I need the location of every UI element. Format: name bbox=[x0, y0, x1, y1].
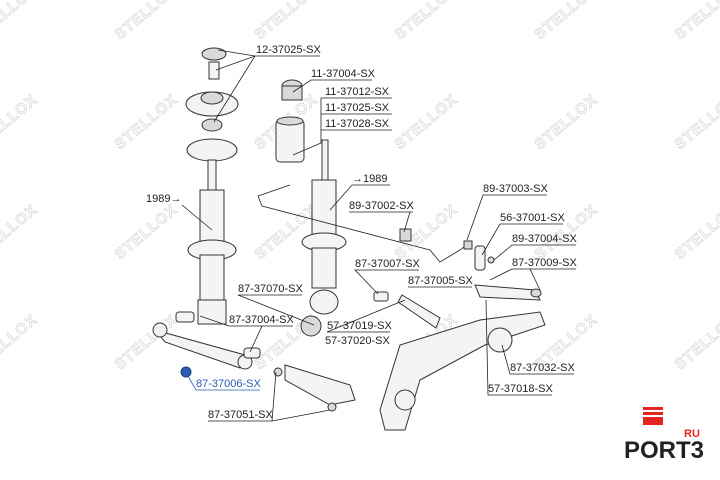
watermark-text: STELLOX bbox=[672, 0, 720, 43]
logo-suffix: RU bbox=[684, 428, 700, 440]
watermark-text: STELLOX bbox=[532, 91, 601, 153]
watermark-text: STELLOX bbox=[112, 91, 181, 153]
watermark-text: STELLOX bbox=[0, 91, 41, 153]
part-label[interactable]: 11-37004-SX bbox=[311, 68, 376, 80]
leader-lines bbox=[181, 49, 576, 422]
watermark-text: STELLOX bbox=[672, 311, 720, 373]
part-label[interactable]: 57-37019-SX bbox=[327, 320, 392, 332]
watermark-text: STELLOX bbox=[112, 0, 181, 43]
part-label[interactable]: 89-37003-SX bbox=[483, 183, 548, 195]
part-label[interactable]: 87-37004-SX bbox=[229, 314, 294, 326]
watermark-text: STELLOX bbox=[0, 201, 41, 263]
logo-text: PORT3 bbox=[624, 437, 704, 464]
front-strut-assembly bbox=[185, 47, 239, 325]
stabilizer-bar bbox=[257, 184, 495, 271]
part-label[interactable]: →1989 bbox=[352, 173, 387, 185]
watermark-text: STELLOX bbox=[0, 0, 41, 43]
part-label[interactable]: 12-37025-SX bbox=[256, 44, 321, 56]
watermark-text: STELLOX bbox=[392, 0, 461, 43]
part-label[interactable]: 56-37001-SX bbox=[500, 212, 565, 224]
part-label[interactable]: 87-37032-SX bbox=[510, 362, 575, 374]
part-label[interactable]: 57-37020-SX bbox=[325, 335, 390, 347]
watermark-text: STELLOX bbox=[252, 201, 321, 263]
part-label[interactable]: 11-37012-SX bbox=[325, 86, 390, 98]
part-label[interactable]: 11-37025-SX bbox=[325, 102, 390, 114]
part-label[interactable]: 87-37009-SX bbox=[512, 257, 577, 269]
part-label[interactable]: 89-37002-SX bbox=[349, 200, 414, 212]
watermark-text: STELLOX bbox=[672, 91, 720, 153]
part-label[interactable]: 87-37070-SX bbox=[238, 283, 303, 295]
part-label[interactable]: 89-37004-SX bbox=[512, 233, 577, 245]
watermark-text: STELLOX bbox=[392, 91, 461, 153]
watermark-text: STELLOX bbox=[532, 0, 601, 43]
watermark-text: STELLOX bbox=[252, 0, 321, 43]
part-label[interactable]: 87-37005-SX bbox=[408, 275, 473, 287]
watermark-text: STELLOX bbox=[0, 311, 41, 373]
port3-logo: PORT3 RU bbox=[624, 407, 704, 464]
part-label[interactable]: 87-37007-SX bbox=[355, 258, 420, 270]
watermark-layer: STELLOX STELLOX STELLOX STELLOX STELLOX STELL… bbox=[0, 0, 720, 373]
part-labels: 12-37025-SX 11-37004-SX 11-37012-SX 11-3… bbox=[146, 44, 577, 421]
part-label-highlighted[interactable]: 87-37006-SX bbox=[196, 378, 261, 390]
watermark-text: STELLOX bbox=[672, 201, 720, 263]
part-label[interactable]: 1989→ bbox=[146, 193, 181, 205]
part-label[interactable]: 11-37028-SX bbox=[325, 118, 390, 130]
control-arms bbox=[152, 284, 546, 431]
part-label[interactable]: 87-37051-SX bbox=[208, 409, 273, 421]
part-label[interactable]: 57-37018-SX bbox=[488, 383, 553, 395]
watermark-text: STELLOX bbox=[112, 201, 181, 263]
